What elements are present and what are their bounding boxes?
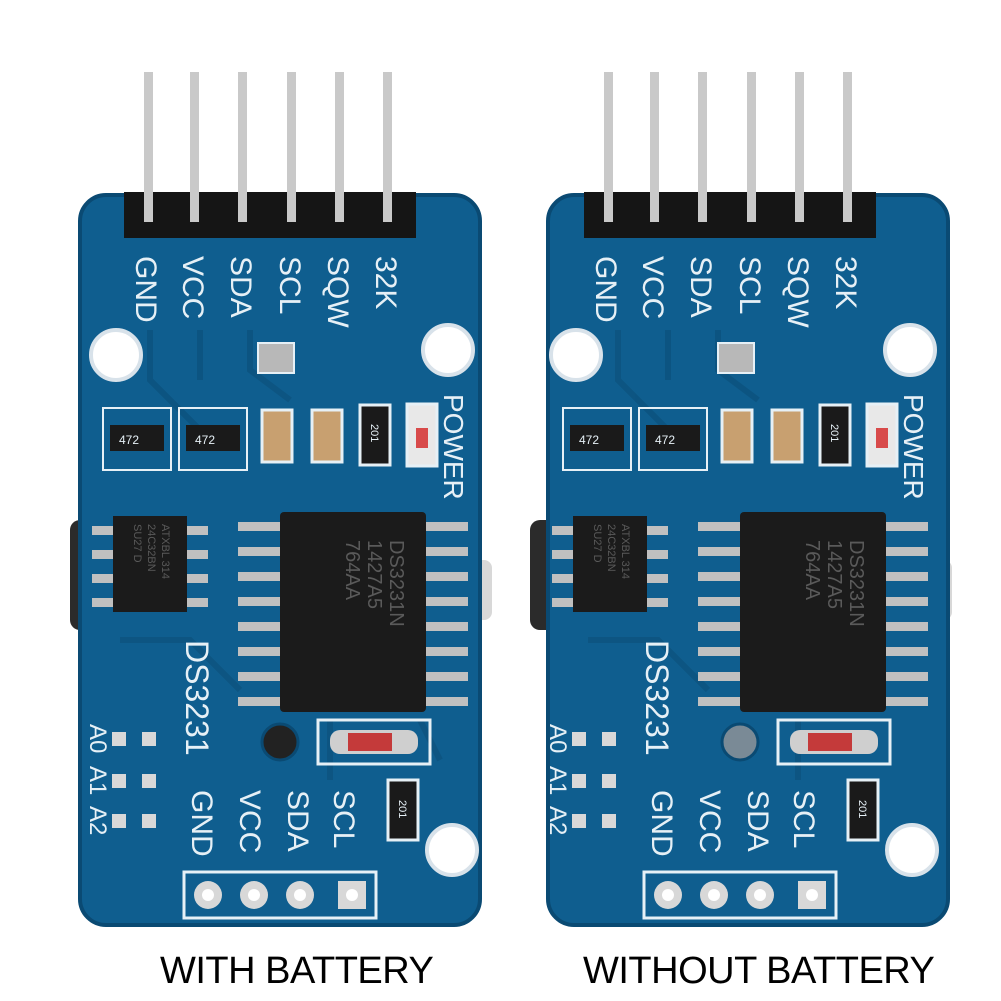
- bottom-label-sda: SDA: [741, 790, 774, 852]
- header-housing: [124, 192, 416, 238]
- addr-label-a1: A1: [544, 766, 571, 795]
- rtc-chip: DS3231N 1427A5 764AA: [238, 512, 468, 712]
- smd-resistor: [818, 403, 852, 467]
- resistor-mark: 472: [195, 433, 215, 447]
- capacitor: [720, 408, 754, 464]
- header-pins: [144, 72, 392, 222]
- power-label: POWER: [898, 394, 929, 500]
- svg-text:DS3231N: DS3231N: [845, 540, 867, 627]
- resistor-mark: 472: [579, 433, 599, 447]
- board-graphic: GND VCC SDA SCL SQW 32K 472 472 201 POWE…: [530, 72, 952, 927]
- pin-label-vcc: VCC: [636, 256, 669, 319]
- svg-text:764AA: 764AA: [801, 540, 823, 601]
- header-pins: [604, 72, 852, 222]
- pin-label-gnd: GND: [129, 256, 162, 323]
- addr-label-a1: A1: [84, 766, 111, 795]
- bottom-pads: [642, 870, 838, 920]
- smd-mark: 201: [368, 424, 380, 442]
- address-pads: [572, 732, 616, 828]
- mount-hole: [883, 323, 937, 377]
- smd-mark: 201: [828, 424, 840, 442]
- pin-label-32k: 32K: [369, 256, 402, 309]
- resistor-array: 472: [178, 407, 248, 471]
- smd-resistor: [358, 403, 392, 467]
- svg-text:1427A5: 1427A5: [823, 540, 845, 609]
- svg-text:SU27 D: SU27 D: [591, 524, 603, 563]
- rtc-module-without-battery: GND VCC SDA SCL SQW 32K 472 472 201 POWE…: [460, 0, 960, 940]
- pin-label-gnd: GND: [589, 256, 622, 323]
- capacitor: [310, 408, 344, 464]
- resistor-array: 472: [638, 407, 708, 471]
- addr-label-a0: A0: [84, 724, 111, 753]
- module-label: DS3231: [639, 640, 675, 756]
- power-label: POWER: [438, 394, 469, 500]
- mount-hole: [421, 323, 475, 377]
- capacitor: [260, 408, 294, 464]
- caption-with-battery: WITH BATTERY: [160, 950, 434, 992]
- pin-label-sqw: SQW: [321, 256, 354, 328]
- via: [260, 722, 300, 762]
- resistor-array: 472: [102, 407, 172, 471]
- addr-label-a2: A2: [84, 806, 111, 835]
- resistor-array: 472: [562, 407, 632, 471]
- resistor-mark: 472: [119, 433, 139, 447]
- svg-text:764AA: 764AA: [341, 540, 363, 601]
- bottom-label-scl: SCL: [787, 790, 820, 848]
- smd-mark: 201: [856, 800, 868, 818]
- mount-hole: [885, 823, 939, 877]
- eeprom-chip: ATXBL 314 24C32BN SU27 D: [552, 516, 668, 612]
- svg-text:24C32BN: 24C32BN: [605, 524, 617, 572]
- bottom-label-sda: SDA: [281, 790, 314, 852]
- header-housing: [584, 192, 876, 238]
- pin-label-sqw: SQW: [781, 256, 814, 328]
- smd-mark: 201: [396, 800, 408, 818]
- pin-label-32k: 32K: [829, 256, 862, 309]
- addr-label-a2: A2: [544, 806, 571, 835]
- led-die: [416, 428, 428, 448]
- svg-text:DS3231N: DS3231N: [385, 540, 407, 627]
- svg-text:SU27 D: SU27 D: [131, 524, 143, 563]
- smd-resistor: [386, 778, 420, 842]
- address-pads: [112, 732, 156, 828]
- mount-hole: [89, 328, 143, 382]
- bottom-label-vcc: VCC: [693, 790, 726, 853]
- mount-hole: [425, 823, 479, 877]
- pin-label-sda: SDA: [684, 256, 717, 318]
- addr-label-a0: A0: [544, 724, 571, 753]
- rtc-module-with-battery: GND VCC SDA SCL SQW 32K 472 472 201 POWE…: [0, 0, 500, 940]
- diode: [316, 718, 432, 766]
- module-label: DS3231: [179, 640, 215, 756]
- eeprom-chip: ATXBL 314 24C32BN SU27 D: [92, 516, 208, 612]
- bottom-pads: [182, 870, 378, 920]
- small-component: [717, 342, 755, 374]
- pin-label-scl: SCL: [273, 256, 306, 314]
- capacitor: [770, 408, 804, 464]
- svg-text:ATXBL 314: ATXBL 314: [159, 524, 171, 579]
- diode: [776, 718, 892, 766]
- svg-text:24C32BN: 24C32BN: [145, 524, 157, 572]
- bottom-label-gnd: GND: [185, 790, 218, 857]
- pin-label-sda: SDA: [224, 256, 257, 318]
- svg-text:ATXBL 314: ATXBL 314: [619, 524, 631, 579]
- resistor-mark: 472: [655, 433, 675, 447]
- small-component: [257, 342, 295, 374]
- board-graphic: GND VCC SDA SCL SQW 32K 472 472 201 POWE…: [70, 72, 492, 927]
- pin-label-vcc: VCC: [176, 256, 209, 319]
- led-die: [876, 428, 888, 448]
- pin-label-scl: SCL: [733, 256, 766, 314]
- bottom-label-vcc: VCC: [233, 790, 266, 853]
- via: [720, 722, 760, 762]
- mount-hole: [549, 328, 603, 382]
- bottom-label-scl: SCL: [327, 790, 360, 848]
- caption-without-battery: WITHOUT BATTERY: [583, 950, 935, 992]
- bottom-label-gnd: GND: [645, 790, 678, 857]
- smd-resistor: [846, 778, 880, 842]
- rtc-chip: DS3231N 1427A5 764AA: [698, 512, 928, 712]
- svg-text:1427A5: 1427A5: [363, 540, 385, 609]
